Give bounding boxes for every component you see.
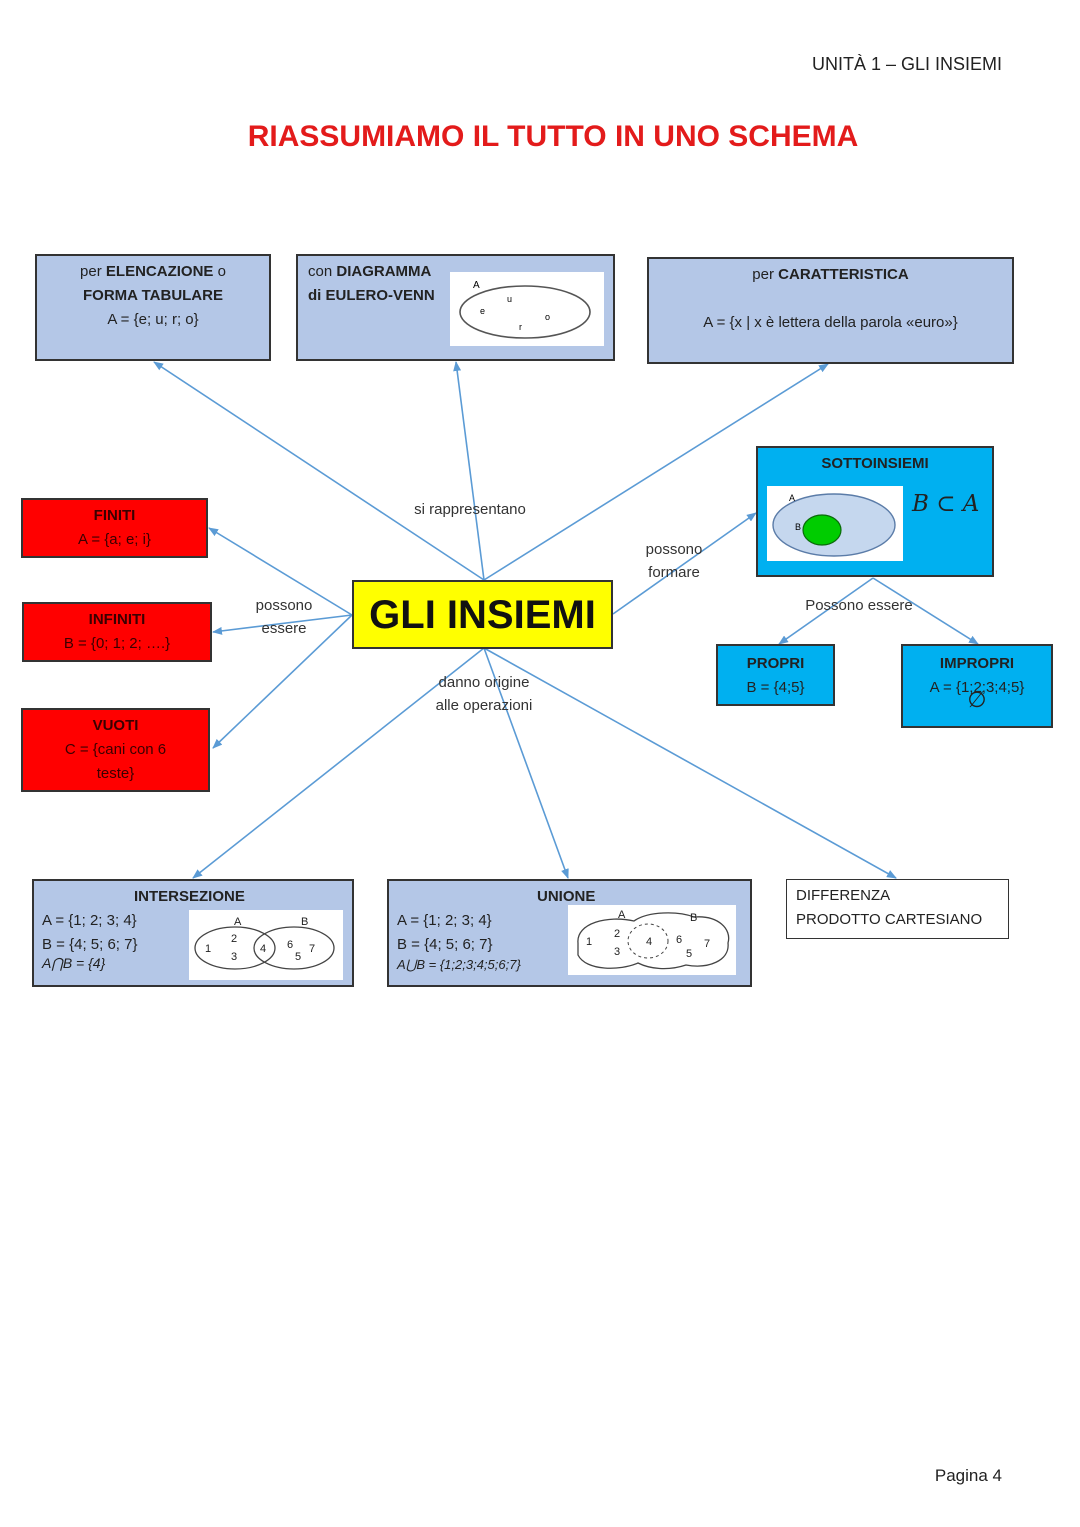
sketch-element: 6 [676,934,682,946]
arrow-impropri [872,577,979,645]
sketch-element: 6 [287,939,293,951]
elencazione-box: per ELENCAZIONE o FORMA TABULARE A = {e;… [35,254,271,361]
arrow-diagramma [453,361,485,581]
infiniti-box: INFINITI B = {0; 1; 2; ….} [22,602,212,662]
intersezione-set-b: B = {4; 5; 6; 7} [42,936,138,953]
unione-result: A⋃B = {1;2;3;4;5;6;7} [397,957,521,972]
vuoti-formula: C = {cani con 6 [64,741,167,758]
finiti-box: FINITI A = {a; e; i} [21,498,208,558]
arrow-infiniti [212,614,353,635]
infiniti-label: INFINITI [88,611,146,628]
sottoinsiemi-label: SOTTOINSIEMI [821,455,929,472]
impropri-box: IMPROPRI A = {1;2;3;4;5} [901,644,1053,728]
sketch-element: 1 [205,943,211,955]
unione-sketch: A B 1 2 3 4 5 6 7 [568,905,736,975]
unione-set-b: B = {4; 5; 6; 7} [397,936,493,953]
arrow-intersezione [192,647,485,879]
arrow-caratteristica [483,363,829,581]
propri-formula: B = {4;5} [746,679,805,696]
arrow-sottoinsiemi [612,512,757,615]
label-possono-essere: possono essere [255,597,313,637]
sketch-element: 4 [260,943,266,955]
venn-diagram-picture: A e u r o [450,272,604,346]
intersezione-result: A⋂B = {4} [42,955,106,971]
vuoti-label: VUOTI [92,717,139,734]
sketch-label: A [234,916,242,928]
propri-label: PROPRI [746,655,805,672]
sketch-element: 5 [686,948,692,960]
sketch-element: 4 [646,936,652,948]
finiti-label: FINITI [93,507,136,524]
forma-tabulare-label: FORMA TABULARE [83,287,223,304]
impropri-label: IMPROPRI [939,655,1015,672]
impropri-formula: A = {1;2;3;4;5} [929,679,1025,696]
differenza-label: DIFFERENZA [796,887,891,904]
arrow-vuoti [212,614,353,749]
vuoti-formula-cont: teste} [96,765,135,782]
sketch-element: 2 [231,933,237,945]
prodotto-cartesiano-label: PRODOTTO CARTESIANO [796,911,983,928]
page-number: Pagina 4 [934,1466,1002,1485]
eulero-venn-label: di EULERO-VENN [308,287,435,304]
label-possono-essere-sub: Possono essere [805,597,913,614]
infiniti-formula: B = {0; 1; 2; ….} [63,635,171,652]
sketch-element: 7 [704,938,710,950]
arrow-differenza [483,647,897,879]
center-node: GLI INSIEMI [352,580,613,649]
propri-box: PROPRI B = {4;5} [716,644,835,706]
vuoti-box: VUOTI C = {cani con 6 teste} [21,708,210,792]
sketch-element: 3 [231,951,237,963]
venn-element: o [545,312,550,322]
page-title: RIASSUMIAMO IL TUTTO IN UNO SCHEMA [247,120,859,153]
label-possono-formare: possono formare [645,541,703,581]
elencazione-formula: A = {e; u; r; o} [107,311,199,328]
caratteristica-formula: A = {x | x è lettera della parola «euro»… [703,314,958,331]
elencazione-label: ELENCAZIONE [105,263,214,280]
altre-operazioni-box: DIFFERENZA PRODOTTO CARTESIANO [786,879,1009,939]
subset-inner-label: B [795,522,801,532]
venn-set-label: A [473,280,480,291]
caratteristica-box: per CARATTERISTICA A = {x | x è lettera … [647,257,1014,364]
venn-element: e [480,306,485,316]
arrow-finiti [208,527,353,616]
sketch-element: 5 [295,951,301,963]
sketch-label: A [618,909,626,921]
page-header: UNITÀ 1 – GLI INSIEMI [811,54,1002,74]
unione-label: UNIONE [537,888,596,905]
sketch-label: B [301,916,308,928]
label-si-rappresentano: si rappresentano [414,501,526,518]
diagramma-label: DIAGRAMMA [336,263,432,280]
sketch-element: 3 [614,946,620,958]
caratteristica-label: CARATTERISTICA [778,266,909,283]
empty-set-symbol: ∅ [967,687,987,712]
venn-element: r [519,322,522,332]
venn-element: u [507,294,512,304]
intersezione-set-a: A = {1; 2; 3; 4} [42,912,137,929]
arrow-propri [778,577,874,645]
finiti-formula: A = {a; e; i} [78,531,151,548]
subset-formula: B ⊂ A [912,491,980,517]
subset-diagram-picture: A B [767,486,903,561]
intersezione-sketch: A B 1 2 3 4 5 6 7 [189,910,343,980]
label-danno-origine: danno origine alle operazioni [435,674,533,714]
intersezione-label: INTERSEZIONE [134,888,245,905]
sketch-label: B [690,912,697,924]
sketch-element: 2 [614,928,620,940]
sketch-element: 1 [586,936,592,948]
unione-set-a: A = {1; 2; 3; 4} [397,912,492,929]
arrow-elencazione [153,361,485,581]
arrow-unione [483,647,569,879]
sketch-element: 7 [309,943,315,955]
subset-outer-label: A [789,493,795,503]
